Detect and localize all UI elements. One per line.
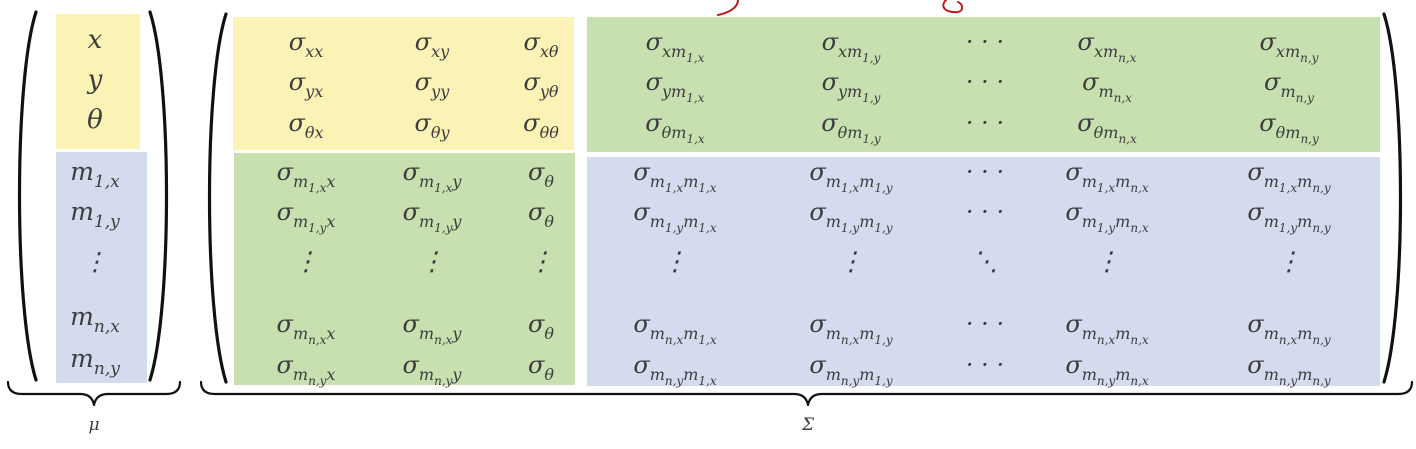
sigma-left-paren	[207, 12, 228, 384]
ink-stroke	[942, 0, 964, 14]
sigma-cell: σmn,xm1,y	[809, 310, 892, 347]
ellipsis-cell: ⋱	[972, 247, 998, 277]
sigma-cell: σθθ	[523, 109, 559, 142]
sigma-cell: σmn,xmn,x	[1065, 310, 1149, 347]
sigma-label: Σ	[801, 415, 815, 435]
sigma-cell: σyθ	[523, 68, 558, 101]
sigma-cell: σmn,ym1,y	[809, 351, 893, 388]
sigma-cell: σyx	[289, 68, 323, 101]
ellipsis-cell: ⋮	[1276, 247, 1302, 277]
sigma-robot-robot-block	[233, 17, 574, 150]
sigma-cell: σθmn,x	[1077, 109, 1137, 146]
mu-entries: xyθ m1,x m1,y ⋮ mn,x mn,y	[70, 25, 120, 379]
sigma-cell: σyy	[415, 68, 450, 101]
sigma-cell: σθ	[528, 158, 554, 191]
mu-robot-block	[56, 14, 140, 149]
ellipsis-cell: · · ·	[966, 158, 1004, 186]
sigma-cell: σm1,yy	[403, 198, 463, 235]
ellipsis-cell: · · ·	[966, 109, 1004, 137]
sigma-cell: σmn,yy	[403, 351, 463, 388]
ellipsis-cell: · · ·	[966, 198, 1004, 226]
sigma-cell: σxx	[289, 28, 323, 61]
mu-entry: m1,y	[70, 197, 120, 232]
sigma-cell: σmn,xm1,x	[633, 310, 716, 347]
sigma-cell: σθx	[288, 109, 323, 142]
sigma-cell: σθm1,y	[821, 109, 881, 146]
mu-entry: mn,y	[70, 344, 120, 379]
sigma-cell: σm1,xm1,y	[809, 158, 892, 195]
sigma-cell: σxmn,x	[1078, 28, 1137, 65]
ellipsis-cell: ⋮	[838, 247, 864, 277]
sigma-cell: σmn,xmn,y	[1247, 310, 1331, 347]
sigma-robot-landmark-block	[587, 17, 1380, 152]
ellipsis-cell: ⋮	[419, 247, 445, 277]
sigma-cell: σym1,y	[822, 68, 881, 105]
sigma-cell: σmn,x	[1082, 68, 1132, 105]
mu-entry: mn,x	[70, 302, 120, 337]
sigma-cell: σxθ	[523, 28, 558, 61]
mu-right-paren	[148, 10, 169, 382]
sigma-landmark-robot-block	[234, 153, 575, 385]
mu-entry: ⋮	[83, 247, 108, 276]
sigma-cell: σmn,ymn,x	[1065, 351, 1149, 388]
ellipsis-cell: ⋮	[662, 247, 688, 277]
ellipsis-cell: · · ·	[966, 351, 1004, 379]
sigma-cell: σmn,xy	[403, 310, 463, 347]
sigma-cell: σm1,xy	[403, 158, 463, 195]
sigma-entries: σxx σxy σxθ σxm1,x σxm1,y · · · σxmn,x σxmn,y σy…	[277, 28, 1331, 388]
sigma-cell: σym1,x	[646, 68, 705, 105]
sigma-cell: σθmn,y	[1259, 109, 1319, 146]
sigma-cell: σm1,xmn,y	[1247, 158, 1330, 195]
ellipsis-cell: · · ·	[966, 310, 1004, 338]
sigma-right-paren	[1382, 12, 1403, 384]
sigma-cell: σmn,ym1,x	[633, 351, 717, 388]
ellipsis-cell: ⋮	[293, 247, 319, 277]
sigma-cell: σxm1,y	[822, 28, 881, 65]
mu-label: μ	[88, 415, 99, 435]
sigma-cell: σm1,yx	[277, 198, 336, 235]
sigma-cell: σm1,xmn,x	[1065, 158, 1148, 195]
sigma-cell: σθy	[414, 109, 450, 142]
sigma-cell: σθm1,x	[645, 109, 705, 146]
ellipsis-cell: · · ·	[966, 68, 1004, 96]
sigma-cell: σmn,ymn,y	[1247, 351, 1331, 388]
sigma-cell: σm1,ym1,x	[633, 198, 716, 235]
sigma-cell: σxm1,x	[646, 28, 705, 65]
sigma-cell: σm1,ymn,x	[1065, 198, 1149, 235]
ink-stroke	[717, 0, 739, 16]
sigma-landmark-landmark-block	[587, 157, 1380, 386]
mu-left-paren	[17, 10, 38, 382]
ellipsis-cell: ⋮	[528, 247, 554, 277]
mu-underbrace	[6, 380, 182, 407]
sigma-cell: σθ	[528, 351, 554, 384]
sigma-cell: σθ	[528, 310, 554, 343]
ellipsis-cell: ⋮	[1094, 247, 1120, 277]
ellipsis-cell: · · ·	[966, 28, 1004, 56]
sigma-cell: σxmn,y	[1260, 28, 1319, 65]
sigma-cell: σm1,xm1,x	[633, 158, 716, 195]
sigma-cell: σθ	[528, 198, 554, 231]
sigma-cell: σm1,ymn,y	[1247, 198, 1331, 235]
mu-landmark-block	[56, 152, 147, 383]
sigma-cell: σmn,y	[1264, 68, 1314, 105]
sigma-cell: σm1,ym1,y	[809, 198, 892, 235]
handwritten-annotation	[717, 0, 964, 16]
sigma-underbrace	[199, 380, 1414, 407]
sigma-cell: σmn,xx	[277, 310, 336, 347]
mu-entry: x	[88, 25, 103, 55]
mu-entry: θ	[87, 105, 103, 135]
sigma-cell: σxy	[415, 28, 450, 61]
mu-entry: y	[87, 65, 103, 95]
sigma-cell: σm1,xx	[277, 158, 336, 195]
mu-entry: m1,x	[70, 157, 120, 192]
sigma-cell: σmn,yx	[277, 351, 336, 388]
